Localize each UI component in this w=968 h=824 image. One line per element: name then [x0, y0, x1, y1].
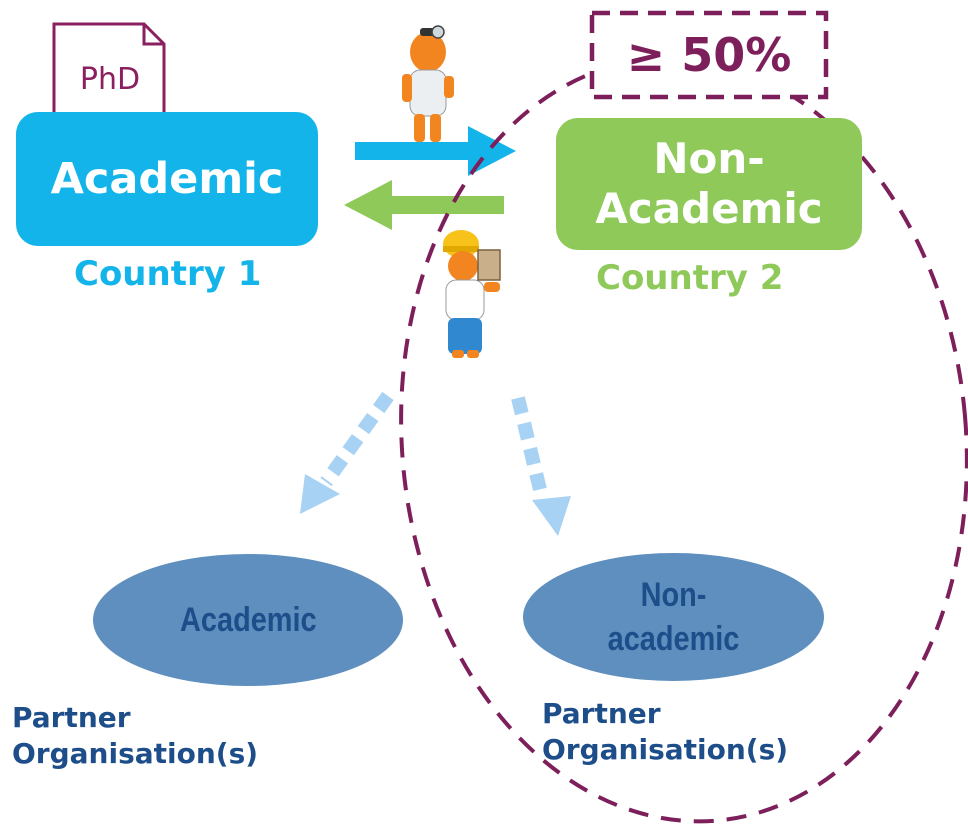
non-academic-partner-label-line2: academic	[607, 620, 740, 658]
non-academic-share-boundary	[399, 56, 968, 824]
non-academic-box-label-line2: Academic	[595, 184, 823, 233]
academic-partner-caption: Partner Organisation(s)	[12, 700, 332, 772]
phd-label: PhD	[79, 62, 141, 97]
doctor-figure-icon	[402, 25, 454, 142]
engineer-figure-icon	[443, 230, 501, 358]
dotted-arrow-to-non-academic	[511, 396, 571, 536]
country-1-label: Country 1	[74, 254, 262, 294]
non-academic-box: Non- Academic	[556, 118, 862, 250]
academic-partner-caption-line1: Partner	[12, 701, 131, 734]
threshold-box	[589, 10, 829, 100]
non-academic-box-label: Non- Academic	[595, 134, 822, 234]
country-2-label: Country 2	[596, 258, 784, 298]
academic-box-label: Academic	[50, 154, 284, 204]
non-academic-partner-ellipse: Non- academic	[523, 553, 824, 681]
dotted-arrow-to-academic	[300, 391, 394, 514]
mobility-arrow-left	[344, 180, 504, 230]
academic-partner-caption-line2: Organisation(s)	[12, 737, 259, 770]
non-academic-partner-caption: Partner Organisation(s)	[542, 696, 862, 768]
document-icon	[52, 22, 166, 118]
academic-partner-label: Academic	[179, 600, 317, 639]
non-academic-partner-label-line1: Non-	[640, 576, 707, 614]
non-academic-box-label-line1: Non-	[653, 134, 765, 183]
academic-partner-ellipse: Academic	[93, 554, 403, 686]
academic-box: Academic	[16, 112, 318, 246]
non-academic-partner-caption-line2: Organisation(s)	[542, 733, 789, 766]
threshold-label: ≥ 50%	[626, 28, 792, 82]
non-academic-partner-label: Non- academic	[608, 573, 740, 661]
non-academic-partner-caption-line1: Partner	[542, 697, 661, 730]
